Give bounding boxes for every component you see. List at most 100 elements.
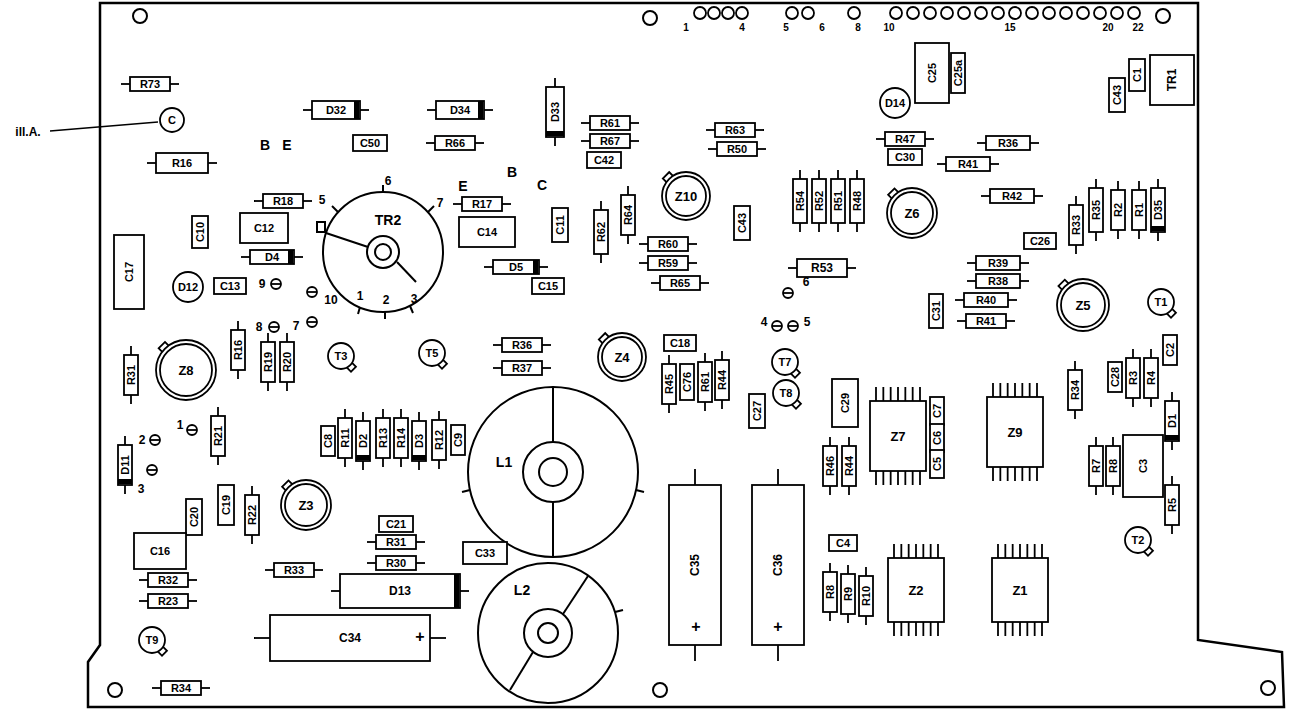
diode-label: D34 xyxy=(450,105,470,116)
component-lead xyxy=(554,137,556,146)
diode-label: D33 xyxy=(550,102,561,122)
resistor-symbol xyxy=(885,132,925,146)
transformer-core xyxy=(367,236,399,268)
component-lead xyxy=(430,637,446,639)
part-label: 6 xyxy=(819,23,825,33)
diode-label: D35 xyxy=(1153,200,1164,220)
component-lead xyxy=(1074,410,1076,419)
transformer-wire xyxy=(397,262,416,282)
capacitor-symbol xyxy=(353,135,387,151)
resistor-label: R41 xyxy=(958,159,978,170)
transistor-symbol xyxy=(139,627,165,653)
diode-band xyxy=(1151,226,1165,231)
component-lead xyxy=(981,195,990,197)
resistor-label: R14 xyxy=(396,428,407,448)
part-label: 7 xyxy=(437,197,444,209)
ic-pin xyxy=(875,387,877,401)
test-pad xyxy=(150,439,160,441)
part-label: L2 xyxy=(514,583,530,597)
capacitor-symbol xyxy=(552,208,568,242)
component-lead xyxy=(286,333,288,342)
capacitor-symbol xyxy=(379,516,413,532)
diode-label: D11 xyxy=(120,455,131,475)
capacitor-label: C76 xyxy=(682,372,693,392)
resistor-label: R31 xyxy=(386,537,406,548)
resistor-label: R7 xyxy=(1091,459,1102,473)
transistor-label: T1 xyxy=(1155,297,1168,308)
capacitor-symbol xyxy=(829,535,857,551)
capacitor-label: C28 xyxy=(1110,367,1121,387)
coil-wire xyxy=(552,502,554,557)
pin-tick xyxy=(382,185,384,192)
diode-band xyxy=(118,479,132,484)
ic-pin xyxy=(930,622,932,636)
resistor-label: R54 xyxy=(795,191,806,211)
component-lead xyxy=(438,411,440,420)
component-lead xyxy=(294,256,303,258)
ic-pin xyxy=(915,544,917,558)
resistor-label: R10 xyxy=(861,586,872,606)
diode-label: D32 xyxy=(326,105,346,116)
component-lead xyxy=(1095,486,1097,495)
capacitor-symbol xyxy=(1123,435,1163,497)
component-lead xyxy=(581,122,590,124)
component-lead xyxy=(757,148,766,150)
resistor-symbol xyxy=(662,364,676,404)
component-lead xyxy=(856,170,858,179)
component-lead xyxy=(627,186,629,195)
diode-band xyxy=(546,131,564,136)
round-package xyxy=(662,172,710,220)
capacitor-label: C43 xyxy=(737,213,748,233)
component-lead xyxy=(188,600,197,602)
resistor-symbol xyxy=(1089,446,1103,486)
resistor-label: R36 xyxy=(512,340,532,351)
resistor-symbol xyxy=(648,256,688,270)
component-lead xyxy=(493,344,502,346)
electrolytic-capacitor xyxy=(669,485,721,645)
test-pad xyxy=(150,435,160,445)
resistor-symbol xyxy=(986,136,1030,150)
diode-band xyxy=(412,455,426,460)
ring-component xyxy=(173,272,203,302)
resistor-symbol xyxy=(245,495,259,535)
capacitor-symbol xyxy=(930,450,944,478)
resistor-label: R40 xyxy=(976,295,996,306)
component-lead xyxy=(818,223,820,232)
resistor-label: R46 xyxy=(825,456,836,476)
resistor-label: R5 xyxy=(1167,498,1178,512)
component-lead xyxy=(1150,349,1152,358)
component-lead xyxy=(1075,196,1077,205)
connector-pin xyxy=(694,7,706,19)
diode-band xyxy=(288,250,293,264)
part-label: 1 xyxy=(357,290,364,302)
transistor-symbol xyxy=(1125,527,1151,553)
ic-pin xyxy=(1034,622,1036,636)
component-lead xyxy=(651,282,660,284)
component-lead xyxy=(438,460,440,469)
ic-pin xyxy=(882,387,884,401)
component-lead xyxy=(1020,262,1029,264)
resistor-symbol xyxy=(964,293,1008,307)
mounting-hole xyxy=(108,683,122,697)
resistor-symbol xyxy=(1089,188,1103,232)
component-lead xyxy=(314,569,323,571)
resistor-symbol xyxy=(376,556,416,570)
component-lead xyxy=(708,148,717,150)
test-pad xyxy=(187,429,197,431)
capacitor-label: C9 xyxy=(453,433,464,447)
resistor-symbol xyxy=(966,314,1006,328)
component-lead xyxy=(418,461,420,470)
resistor-label: R8 xyxy=(1108,459,1119,473)
resistor-symbol xyxy=(130,77,170,91)
test-pad xyxy=(147,469,157,471)
capacitor-label: C36 xyxy=(772,554,784,576)
ic-pin xyxy=(890,387,892,401)
resistor-symbol xyxy=(394,418,408,458)
resistor-symbol xyxy=(990,189,1034,203)
component-lead xyxy=(865,616,867,625)
component-lead xyxy=(1117,181,1119,190)
resistor-symbol xyxy=(502,361,542,375)
coil-outline xyxy=(468,387,638,557)
resistor-label: R32 xyxy=(158,575,178,586)
pin-tick xyxy=(358,307,360,314)
